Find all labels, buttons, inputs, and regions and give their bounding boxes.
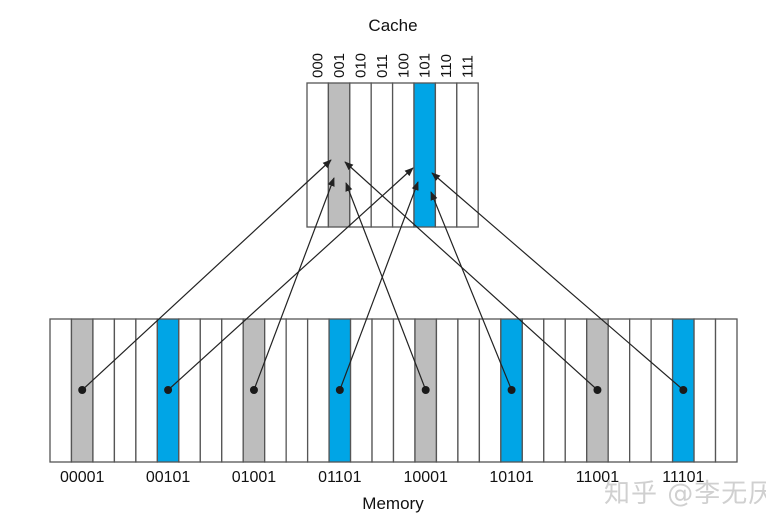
memory-address-label: 10101 xyxy=(489,469,534,486)
cache-slot-101 xyxy=(413,82,437,228)
cache-slot-011 xyxy=(370,82,394,228)
cache-slot-label: 000 xyxy=(310,53,327,78)
mapping-arrow-10001 xyxy=(345,182,427,391)
memory-address-label: 01101 xyxy=(318,469,361,486)
memory-block xyxy=(49,318,738,463)
memory-block-cell xyxy=(349,318,373,463)
watermark: 知乎 @李无厌 xyxy=(604,479,766,509)
memory-block-cell xyxy=(650,318,674,463)
memory-block-dot xyxy=(593,386,602,394)
memory-address-label: 00101 xyxy=(146,469,191,486)
memory-block-dot xyxy=(78,386,87,394)
memory-block-dot xyxy=(421,386,430,394)
memory-block-cell xyxy=(693,318,717,463)
cache-slot-111 xyxy=(456,82,479,228)
memory-block-cell xyxy=(457,318,481,463)
memory-block-cell xyxy=(199,318,223,463)
cache-slot-label: 100 xyxy=(395,53,412,78)
memory-address-label: 00001 xyxy=(60,469,105,486)
cache-slot-label: 001 xyxy=(331,53,348,78)
cache-slot-label: 111 xyxy=(460,55,477,78)
memory-block-cell xyxy=(178,318,201,463)
memory-block-cell xyxy=(564,318,588,463)
mapping-arrow-10101 xyxy=(430,191,513,391)
memory-address-label: 11001 xyxy=(576,469,619,486)
memory-block-dot xyxy=(335,386,344,394)
mapping-arrow-00001 xyxy=(81,159,332,391)
memory-block-cell xyxy=(306,318,330,463)
cache-slot-010 xyxy=(349,82,372,228)
memory-block-dot xyxy=(679,386,688,394)
memory-block-cell xyxy=(543,318,566,463)
memory-block-cell xyxy=(521,318,545,463)
memory-block-cell xyxy=(629,318,652,463)
memory-block-cell xyxy=(264,318,287,463)
mapping-arrow-11101 xyxy=(431,172,684,391)
memory-block-cell xyxy=(714,318,738,463)
mapping-arrow-11001 xyxy=(344,161,598,391)
cache-slot-label: 101 xyxy=(417,53,434,78)
cache-slot-110 xyxy=(434,82,458,228)
cache-title: Cache xyxy=(368,16,417,35)
memory-block-cell xyxy=(392,318,416,463)
memory-block-cell xyxy=(221,318,244,463)
memory-block-cell xyxy=(92,318,116,463)
mapping-arrows xyxy=(78,159,688,394)
memory-block-dot xyxy=(249,386,258,394)
memory-block-dot xyxy=(164,386,173,394)
memory-address-label: 01001 xyxy=(232,469,277,486)
cache-slot-100 xyxy=(391,82,415,228)
mapping-arrow-00101 xyxy=(167,167,414,391)
memory-block-cell xyxy=(113,318,137,463)
memory-block-dot xyxy=(507,386,516,394)
cache-slot-label: 011 xyxy=(374,54,391,78)
memory-address-label: 11101 xyxy=(662,469,704,486)
memory-address-labels: 00001 00101 01001 01101 10001 10101 11001 11101 xyxy=(60,469,705,486)
memory-title: Memory xyxy=(362,494,424,513)
cache-slot-label: 010 xyxy=(353,53,370,78)
memory-block-cell xyxy=(49,318,73,463)
memory-block-cell xyxy=(135,318,158,463)
memory-block-cell xyxy=(478,318,502,463)
cache-slot-label: 110 xyxy=(438,54,455,78)
memory-block-cell xyxy=(435,318,459,463)
cache-slot-001 xyxy=(327,82,351,228)
mapping-arrow-01001 xyxy=(253,177,335,391)
cache-slot-000 xyxy=(306,82,330,228)
memory-address-label: 10001 xyxy=(403,469,448,486)
memory-block-cell xyxy=(371,318,395,463)
memory-block-cell xyxy=(285,318,309,463)
